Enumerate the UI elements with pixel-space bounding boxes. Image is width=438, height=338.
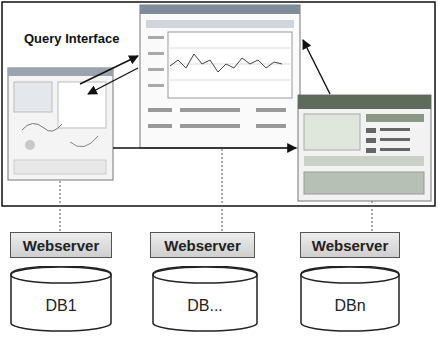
node-label: Webserver	[312, 237, 388, 254]
interface-label: Query Interface	[22, 31, 121, 46]
node-label: DB...	[187, 297, 223, 315]
database-cylinder: DB...	[152, 266, 258, 332]
arrows	[80, 40, 330, 148]
node-label: Webserver	[23, 237, 99, 254]
screenshot-middle	[140, 5, 300, 148]
node-label: Webserver	[164, 237, 240, 254]
screenshot-right	[298, 95, 431, 201]
webserver-box: Webserver	[150, 232, 255, 258]
database-cylinder: DBn	[300, 266, 400, 332]
frame	[2, 2, 435, 206]
webserver-box: Webserver	[10, 232, 112, 258]
screenshot-left	[8, 68, 113, 180]
database-cylinder: DB1	[10, 266, 112, 332]
node-label: DBn	[334, 297, 365, 315]
node-label: DB1	[45, 297, 76, 315]
webserver-box: Webserver	[300, 232, 400, 258]
